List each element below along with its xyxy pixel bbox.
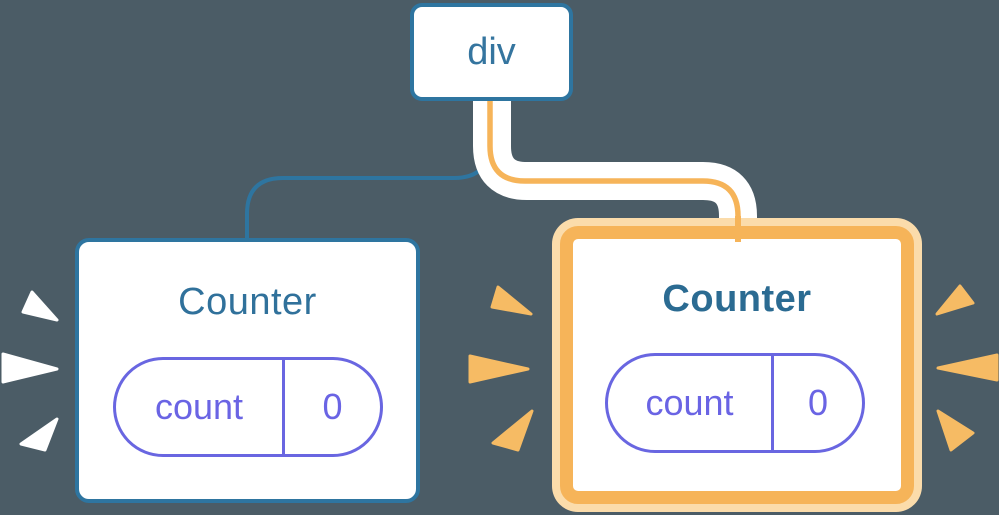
root-div-label: div — [467, 30, 516, 73]
burst-middle-top-icon — [490, 285, 533, 316]
burst-left-top-icon — [21, 290, 59, 322]
state-value-left: 0 — [282, 360, 380, 454]
counter-card-left: Counter count 0 — [75, 238, 420, 503]
burst-left-middle-icon — [1, 352, 59, 384]
root-div-node: div — [410, 3, 573, 101]
blue-connector-line — [245, 101, 492, 242]
burst-middle-middle-icon — [468, 354, 530, 384]
counter-title-right: Counter — [662, 278, 812, 320]
orange-connector-entry — [735, 216, 741, 242]
burst-marks-left — [1, 290, 59, 452]
burst-right-bottom-icon — [936, 409, 975, 452]
counter-title-left: Counter — [178, 281, 317, 323]
state-key-right: count — [645, 382, 734, 423]
connector-white-casing — [473, 96, 757, 219]
burst-right-top-icon — [935, 284, 975, 316]
state-value-right: 0 — [771, 356, 862, 450]
burst-left-bottom-icon — [19, 417, 59, 452]
counter-card-right-glow: Counter count 0 — [552, 218, 922, 512]
state-key-left: count — [154, 386, 244, 427]
burst-middle-bottom-icon — [491, 409, 534, 452]
burst-marks-middle — [468, 285, 534, 452]
burst-right-middle-icon — [936, 353, 999, 382]
burst-marks-right — [935, 284, 999, 452]
state-pill-left: count 0 — [113, 357, 383, 457]
orange-connector-line — [487, 96, 741, 222]
counter-card-right: Counter count 0 — [560, 226, 914, 504]
state-pill-right: count 0 — [605, 353, 865, 453]
